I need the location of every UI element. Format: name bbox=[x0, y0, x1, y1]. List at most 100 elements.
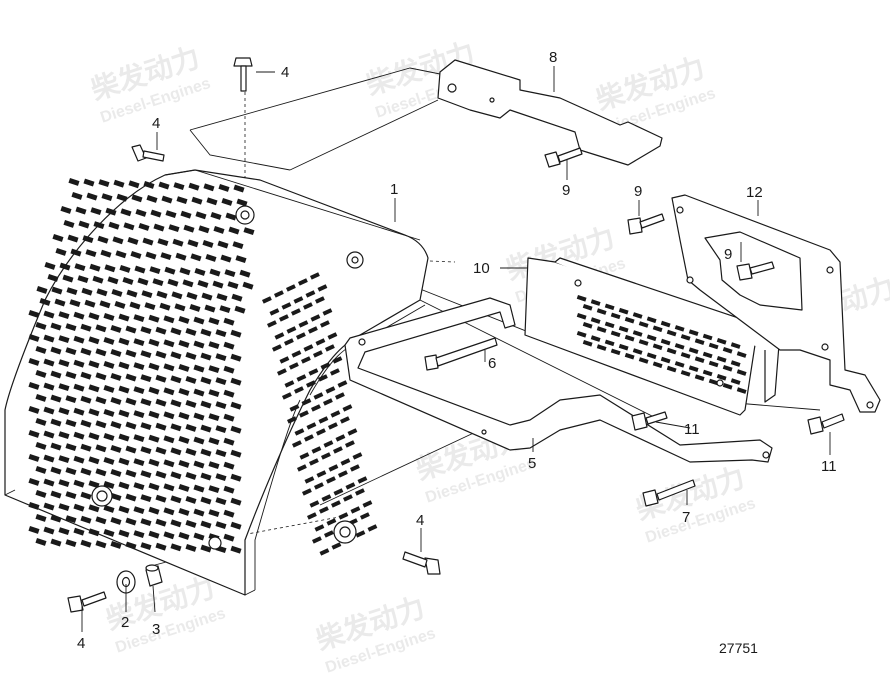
perforation-slot bbox=[69, 299, 81, 308]
perforation-slot bbox=[239, 269, 251, 278]
perforation-slot bbox=[133, 506, 145, 515]
perforation-slot bbox=[148, 362, 160, 371]
perforation-slot bbox=[310, 314, 321, 322]
perforation-slot bbox=[43, 454, 55, 463]
perforation-slot bbox=[186, 292, 198, 300]
perforation-slot bbox=[360, 512, 370, 520]
perforation-slot bbox=[80, 371, 92, 380]
perforation-slot bbox=[50, 418, 62, 427]
perforation-slot bbox=[52, 234, 64, 242]
perforation-slot bbox=[347, 428, 358, 436]
perforation-slot bbox=[159, 302, 171, 311]
perforation-slot bbox=[702, 369, 713, 377]
perforation-slot bbox=[103, 481, 115, 489]
perforation-slot bbox=[80, 515, 92, 524]
perforation-slot bbox=[96, 288, 108, 297]
perforation-slot bbox=[118, 505, 130, 514]
perforation-slot bbox=[148, 482, 160, 491]
perforation-slot bbox=[215, 449, 227, 458]
callout-4-left: 4 bbox=[152, 115, 160, 132]
perforation-slot bbox=[88, 504, 100, 513]
perforation-slot bbox=[50, 490, 62, 499]
perforation-slot bbox=[155, 350, 167, 359]
perforation-slot bbox=[62, 274, 74, 283]
perforation-slot bbox=[110, 372, 122, 381]
perforation-slot bbox=[58, 479, 70, 488]
perforation-slot bbox=[355, 488, 365, 496]
perforation-slot bbox=[148, 410, 160, 419]
callout-8: 8 bbox=[549, 49, 557, 66]
bolt-4-left bbox=[131, 144, 165, 162]
perforation-slot bbox=[125, 421, 137, 430]
perforation-slot bbox=[161, 195, 173, 204]
perforation-slot bbox=[125, 541, 137, 550]
perforation-slot bbox=[110, 420, 122, 429]
perforation-slot bbox=[216, 293, 228, 302]
perforation-slot bbox=[230, 497, 242, 506]
perforation-slot bbox=[230, 377, 242, 386]
perforation-slot bbox=[170, 399, 182, 408]
perforation-slot bbox=[590, 317, 601, 324]
perforation-slot bbox=[291, 440, 302, 448]
perforation-slot bbox=[646, 352, 657, 360]
perforation-slot bbox=[313, 482, 324, 490]
perforation-slot bbox=[215, 377, 227, 386]
perforation-slot bbox=[110, 517, 122, 525]
perforation-slot bbox=[176, 196, 188, 205]
perforation-slot bbox=[330, 410, 341, 418]
perforation-slot bbox=[223, 461, 235, 470]
panel-perforation-slots bbox=[576, 295, 747, 394]
perforation-slot bbox=[88, 432, 100, 441]
perforation-slot bbox=[122, 276, 134, 285]
perforation-slot bbox=[652, 325, 663, 333]
perforation-slot bbox=[73, 359, 85, 368]
perforation-slot bbox=[73, 383, 85, 392]
perforation-slot bbox=[125, 397, 137, 406]
perforation-slot bbox=[88, 360, 100, 369]
perforation-slot bbox=[173, 182, 185, 191]
perforation-slot bbox=[305, 380, 316, 388]
perforation-slot bbox=[65, 467, 77, 476]
perforation-slot bbox=[215, 521, 227, 530]
perforation-slot bbox=[103, 505, 115, 513]
perforation-slot bbox=[67, 234, 79, 243]
perforation-slot bbox=[716, 374, 727, 381]
perforation-slot bbox=[148, 506, 160, 515]
perforation-slot bbox=[308, 326, 318, 334]
perforation-slot bbox=[163, 459, 175, 468]
perforation-slot bbox=[116, 193, 128, 202]
perforation-slot bbox=[93, 221, 105, 230]
perforation-slot bbox=[362, 500, 373, 508]
perforation-slot bbox=[296, 374, 307, 382]
bolt-6 bbox=[424, 337, 498, 371]
perforation-slot bbox=[308, 368, 319, 376]
perforation-slot bbox=[59, 262, 71, 271]
perforation-slot bbox=[321, 494, 332, 502]
perforation-slot bbox=[164, 266, 176, 275]
perforation-slot bbox=[604, 303, 615, 311]
perforation-slot bbox=[291, 350, 302, 358]
perforation-slot bbox=[316, 470, 327, 478]
perforation-slot bbox=[92, 275, 104, 284]
drawing-number: 27751 bbox=[719, 640, 758, 656]
callout-4-lower-left: 4 bbox=[77, 635, 85, 652]
perforation-slot bbox=[322, 308, 333, 316]
perforation-slot bbox=[200, 352, 212, 361]
perforation-slot bbox=[157, 238, 169, 247]
perforation-slot bbox=[179, 267, 191, 276]
perforation-slot bbox=[133, 386, 145, 395]
perforation-slot bbox=[298, 320, 309, 328]
perforation-slot bbox=[127, 237, 139, 245]
perforation-slot bbox=[638, 339, 649, 346]
perforation-slot bbox=[133, 338, 145, 347]
perforation-slot bbox=[325, 476, 336, 484]
perforation-slot bbox=[708, 360, 719, 368]
perforation-slot bbox=[97, 235, 109, 244]
perforation-slot bbox=[722, 365, 733, 372]
perforation-slot bbox=[345, 440, 355, 448]
perforation-slot bbox=[582, 340, 593, 347]
perforation-slot bbox=[660, 320, 671, 328]
perforation-slot bbox=[50, 514, 62, 523]
perforation-slot bbox=[224, 269, 236, 278]
perforation-slot bbox=[28, 334, 40, 342]
